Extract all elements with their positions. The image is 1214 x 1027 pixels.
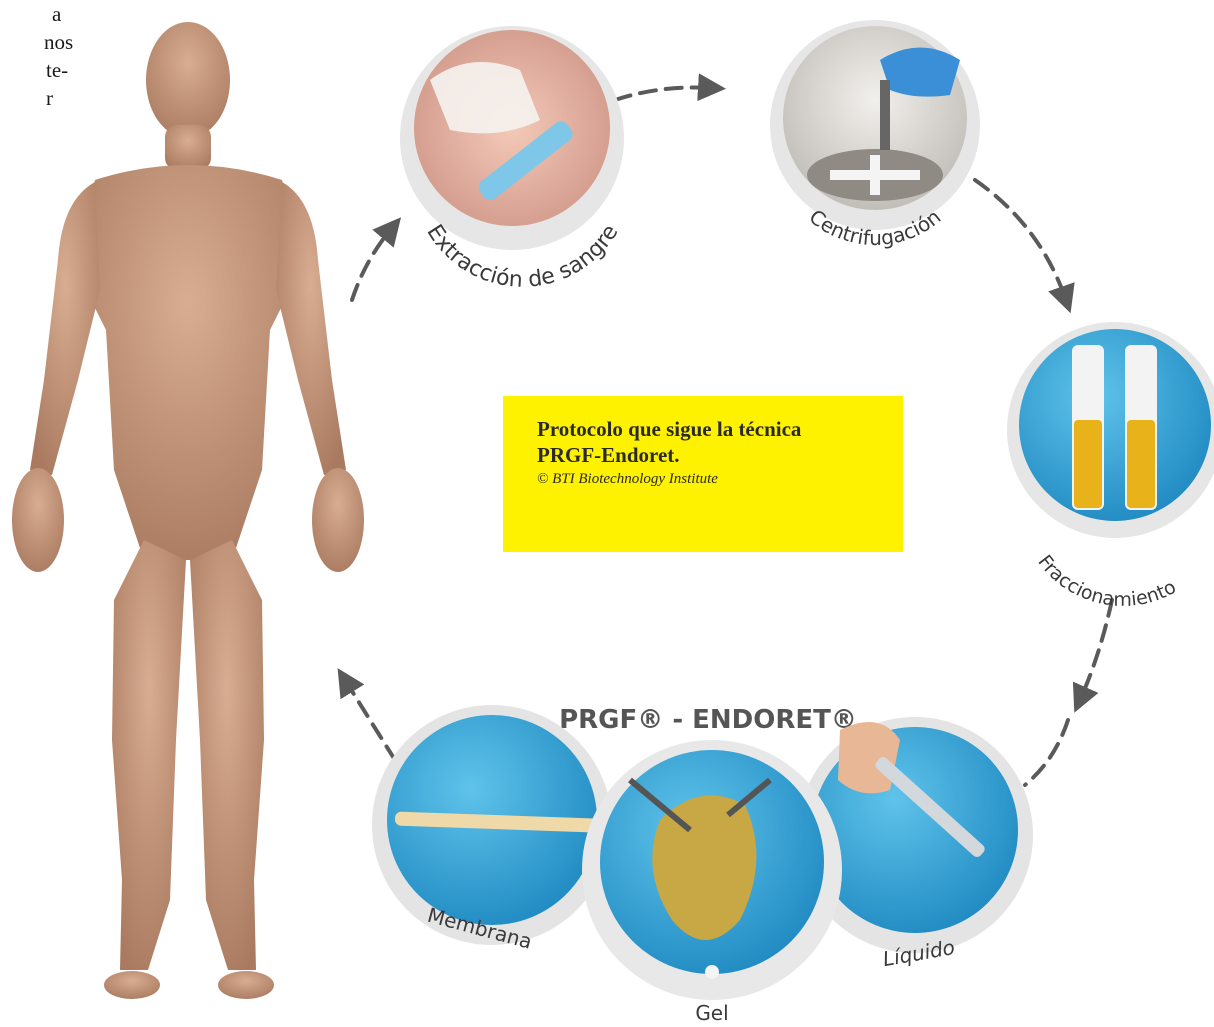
arrow-liquid-curve <box>1025 720 1068 785</box>
label-fraction-text: Fraccionamiento <box>1033 551 1179 611</box>
caption-title-line1: Protocolo que sigue la técnica <box>537 416 869 442</box>
figure-right-hand <box>312 468 364 572</box>
arrow-figure-to-extraction <box>352 228 392 300</box>
arrow-membrane-to-figure <box>345 680 395 760</box>
caption-credit: © BTI Biotechnology Institute <box>537 468 869 490</box>
gel-drop <box>705 965 719 979</box>
step-membrane <box>372 705 612 945</box>
arrow-centrifuge-to-fraction <box>975 180 1066 300</box>
label-gel: Gel <box>695 1001 728 1025</box>
figure-left-foot <box>104 971 160 999</box>
gloved-hand-blue <box>880 48 960 97</box>
step-fraction <box>1007 322 1214 538</box>
finger <box>838 722 900 793</box>
arrow-fraction-to-liquid <box>1080 600 1112 700</box>
caption-title: Protocolo que sigue la técnica PRGF-Endo… <box>537 416 869 468</box>
figure-right-foot <box>218 971 274 999</box>
figure-neck <box>165 125 211 170</box>
step-centrifuge <box>770 20 980 230</box>
test-tube <box>880 80 890 150</box>
tube-right-plasma <box>1127 420 1155 508</box>
brand-title: PRGF® - ENDORET® <box>559 705 857 735</box>
figure-right-arm <box>276 182 346 475</box>
figure-torso <box>76 165 300 560</box>
arrow-extraction-to-centrifuge <box>615 88 712 101</box>
step-gel <box>582 740 842 1000</box>
figure-left-hand <box>12 468 64 572</box>
tube-left-plasma <box>1074 420 1102 508</box>
caption-title-line2: PRGF-Endoret. <box>537 442 869 468</box>
human-figure <box>12 22 364 999</box>
step-extraction <box>400 26 624 250</box>
caption-box: Protocolo que sigue la técnica PRGF-Endo… <box>503 396 903 552</box>
figure-left-leg <box>112 540 186 970</box>
label-fraction: Fraccionamiento <box>1033 551 1179 611</box>
figure-right-leg <box>190 540 264 970</box>
figure-left-arm <box>30 182 100 475</box>
figure-head <box>146 22 230 138</box>
